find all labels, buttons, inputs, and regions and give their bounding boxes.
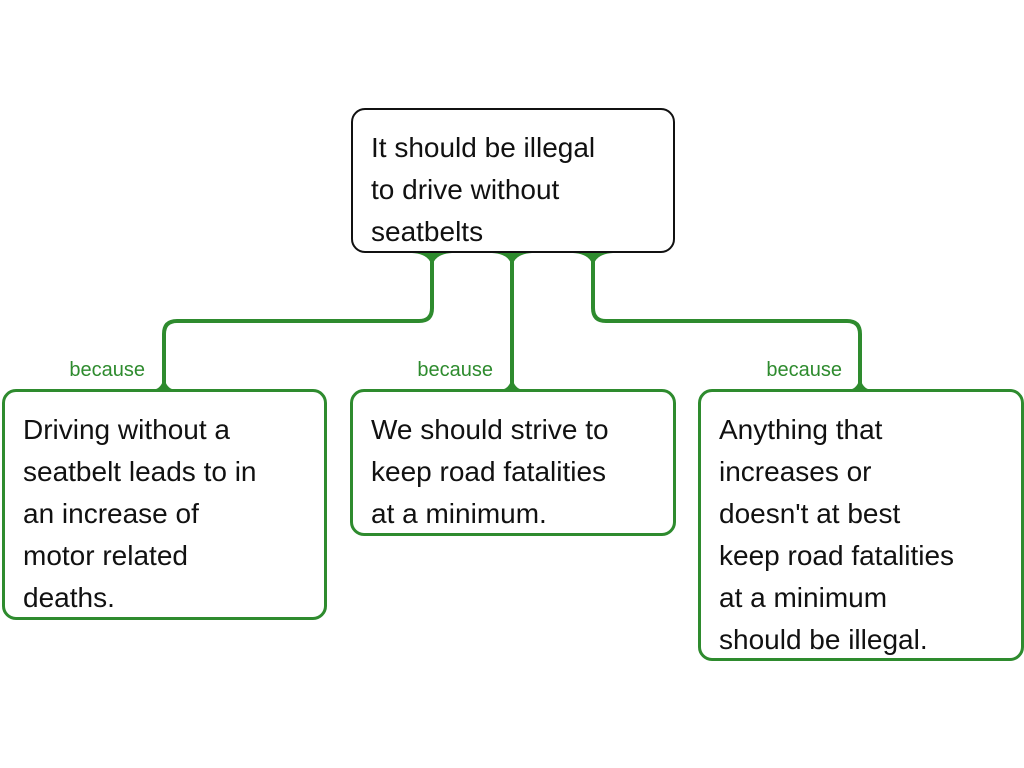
- connector-reason-3: [591, 256, 862, 388]
- junction-top-3: [573, 253, 613, 270]
- reason-box-1[interactable]: Driving without a seatbelt leads to in a…: [2, 389, 327, 620]
- junction-bottom-1: [152, 372, 176, 390]
- reason-box-2[interactable]: We should strive to keep road fatalities…: [350, 389, 676, 536]
- reason-box-3[interactable]: Anything that increases or doesn't at be…: [698, 389, 1024, 661]
- because-label-1: because: [69, 359, 145, 381]
- because-label-3: because: [766, 359, 842, 381]
- claim-box[interactable]: It should be illegal to drive without se…: [351, 108, 675, 253]
- because-label-2: because: [417, 359, 493, 381]
- junction-bottom-3: [848, 372, 872, 390]
- junction-top-2: [492, 253, 532, 270]
- junction-top-1: [412, 253, 452, 270]
- connector-reason-1: [162, 256, 434, 388]
- junction-bottom-2: [500, 372, 524, 390]
